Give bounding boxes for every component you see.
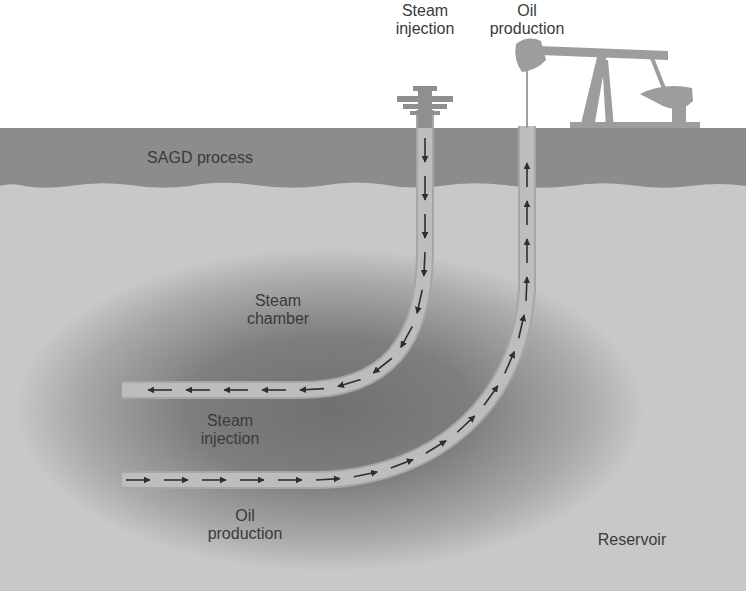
flow-arrow: [401, 326, 412, 347]
flow-arrow: [316, 479, 340, 480]
flow-arrow: [338, 379, 361, 386]
flow-arrow: [426, 441, 446, 454]
flow-arrow: [373, 358, 392, 373]
flow-arrow: [300, 389, 324, 390]
flow-arrows: [126, 138, 527, 480]
surface-band: [0, 128, 746, 188]
steam-chamber-region: Steam chamber: [20, 250, 640, 570]
reservoir-region: Reservoir Steam chamber: [0, 186, 746, 591]
flow-arrow: [186, 389, 210, 391]
flow-arrow: [505, 352, 515, 374]
flow-arrow: [526, 239, 528, 263]
surface-layer: SAGD process: [0, 128, 746, 186]
flow-arrow: [164, 479, 188, 481]
flow-arrow: [240, 479, 264, 481]
flow-arrow: [224, 389, 248, 391]
flow-arrow: [262, 389, 286, 391]
flow-arrow: [148, 389, 172, 391]
region-label: Steam chamber: [238, 292, 318, 328]
flow-arrow: [202, 479, 226, 481]
flow-arrow: [391, 459, 413, 468]
flow-arrow: [484, 386, 498, 406]
pumpjack: [515, 39, 700, 128]
pipe-label: Oil production: [200, 507, 290, 543]
region-label: Reservoir: [572, 531, 692, 549]
well-label: Oil production: [482, 2, 572, 38]
flow-arrow: [526, 163, 528, 187]
flow-arrow: [457, 416, 475, 432]
steam-wellhead: [397, 86, 453, 128]
region-label: SAGD process: [100, 149, 300, 167]
flow-arrow: [126, 479, 150, 481]
flow-arrow: [424, 214, 426, 238]
flow-arrow: [354, 472, 377, 477]
pipe-label: Steam injection: [190, 412, 270, 448]
steam-chamber: [15, 248, 645, 572]
flow-arrow: [424, 252, 425, 276]
flow-arrow: [278, 479, 302, 481]
flow-arrow: [525, 277, 528, 301]
well-label: Steam injection: [385, 2, 465, 38]
reservoir-ground: [0, 176, 746, 591]
flow-arrow: [424, 176, 426, 200]
flow-arrow: [417, 290, 422, 313]
flow-arrow: [526, 201, 528, 225]
flow-arrow: [424, 138, 426, 162]
flow-arrow: [519, 315, 524, 338]
